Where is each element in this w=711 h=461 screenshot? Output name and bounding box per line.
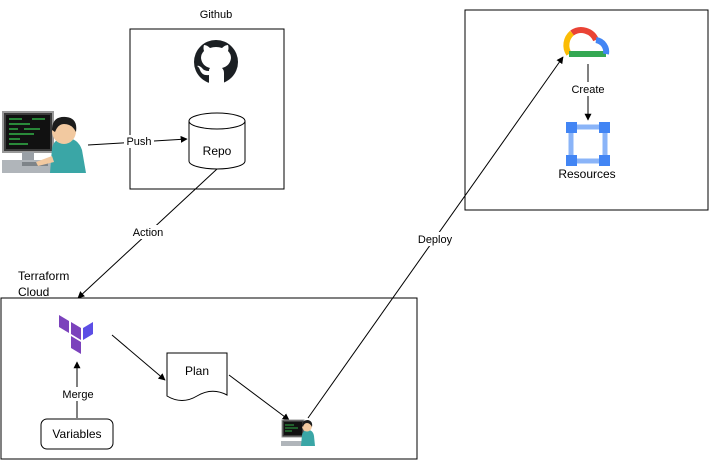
create-label: Create — [571, 84, 604, 96]
action-label: Action — [133, 227, 164, 239]
terraform-cloud-group — [0, 297, 418, 460]
variables-node: Variables — [40, 418, 114, 450]
resources-label: Resources — [558, 167, 615, 181]
plan-node: Plan — [166, 352, 228, 401]
github-logo-icon — [194, 40, 238, 84]
resources-icon — [566, 122, 610, 166]
repo-node: Repo — [188, 112, 246, 170]
operator-icon — [281, 419, 315, 446]
terraform-cloud-title-line2: Cloud — [18, 285, 49, 299]
merge-label: Merge — [62, 389, 93, 401]
github-group — [129, 28, 285, 190]
variables-label: Variables — [52, 427, 101, 441]
gcp-group — [464, 9, 709, 211]
developer-icon — [2, 111, 86, 173]
terraform-to-plan-edge — [111, 334, 166, 381]
plan-label: Plan — [185, 364, 209, 378]
github-group-title: Github — [200, 9, 232, 21]
google-cloud-logo-icon — [563, 27, 610, 57]
terraform-logo-icon — [59, 315, 93, 354]
deploy-label: Deploy — [418, 234, 453, 246]
plan-to-operator-edge — [228, 374, 290, 421]
push-label: Push — [126, 136, 151, 148]
terraform-cloud-title-line1: Terraform — [18, 269, 69, 283]
repo-label: Repo — [203, 144, 232, 158]
